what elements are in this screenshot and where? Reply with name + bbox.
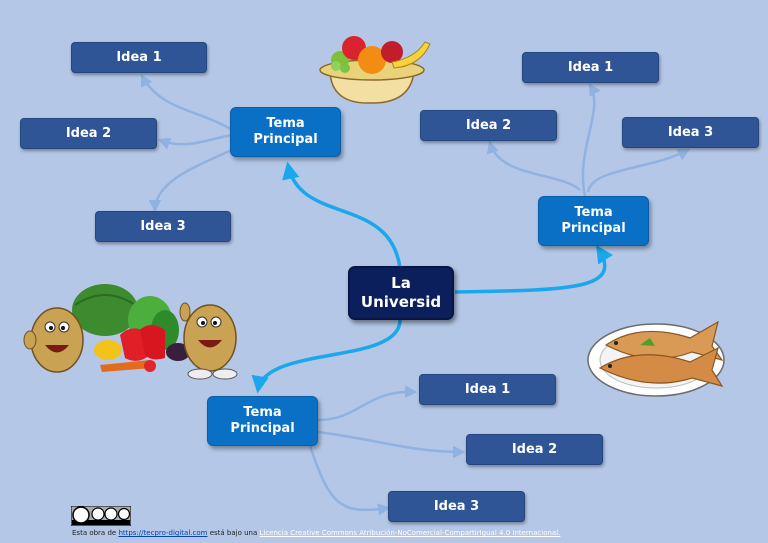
topic-label-line1: Tema xyxy=(266,116,305,131)
idea-top-left-2[interactable]: Idea 2 xyxy=(20,118,157,149)
idea-bottom-1[interactable]: Idea 1 xyxy=(419,374,556,405)
connector-b-idea2 xyxy=(317,430,466,459)
idea-right-3[interactable]: Idea 3 xyxy=(622,117,759,148)
connector-center-bottom xyxy=(251,319,402,394)
idea-bottom-2[interactable]: Idea 2 xyxy=(466,434,603,465)
site-link[interactable]: https://tecpro-digital.com xyxy=(118,529,208,537)
topic-label-line1: Tema xyxy=(574,205,613,220)
fish-plate-illustration xyxy=(587,320,725,397)
connector-center-top-left xyxy=(282,161,402,269)
footer-prefix: Esta obra de xyxy=(72,529,119,537)
main-topic-bottom[interactable]: Tema Principal xyxy=(207,396,318,446)
connector-b-idea1 xyxy=(317,385,418,422)
central-topic-line2: Universid xyxy=(360,293,442,311)
fruit-bowl-illustration xyxy=(319,36,431,104)
cc-license-badge-icon[interactable] xyxy=(71,506,131,526)
main-topic-top-left[interactable]: Tema Principal xyxy=(230,107,341,157)
license-link[interactable]: Licencia Creative Commons Atribución-NoC… xyxy=(259,529,561,537)
topic-label-line2: Principal xyxy=(253,132,318,147)
idea-right-1[interactable]: Idea 1 xyxy=(522,52,659,83)
license-footer: Esta obra de https://tecpro-digital.com … xyxy=(72,529,560,537)
central-topic[interactable]: La Universid xyxy=(348,266,454,320)
connector-tl-idea1 xyxy=(140,73,233,132)
topic-label-line2: Principal xyxy=(561,221,626,236)
vegetables-illustration xyxy=(23,284,238,380)
idea-right-2[interactable]: Idea 2 xyxy=(420,110,557,141)
connector-r-idea2 xyxy=(486,140,581,191)
connector-center-right xyxy=(454,245,613,294)
connector-r-idea3 xyxy=(586,148,691,193)
idea-bottom-3[interactable]: Idea 3 xyxy=(388,491,525,522)
idea-top-left-3[interactable]: Idea 3 xyxy=(95,211,231,242)
central-topic-line1: La xyxy=(391,274,411,292)
footer-middle: está bajo una xyxy=(207,529,260,537)
connector-r-idea1 xyxy=(581,82,601,197)
topic-label-line2: Principal xyxy=(230,421,295,436)
topic-label-line1: Tema xyxy=(243,405,282,420)
connector-b-idea3 xyxy=(308,445,391,516)
connector-tl-idea3 xyxy=(148,146,237,213)
idea-top-left-1[interactable]: Idea 1 xyxy=(71,42,207,73)
connector-tl-idea2 xyxy=(157,133,233,150)
main-topic-right[interactable]: Tema Principal xyxy=(538,196,649,246)
